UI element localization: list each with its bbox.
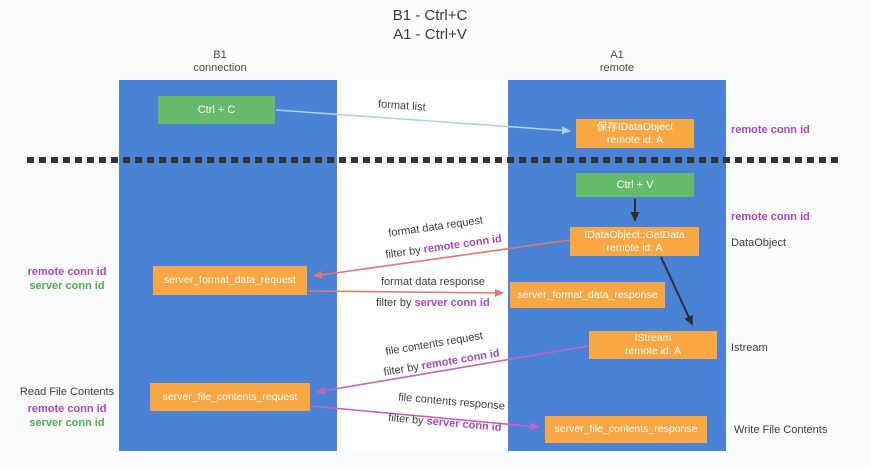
lane-b1-name: B1: [213, 49, 227, 61]
annotation-left-remote-conn-id-bottom: remote conn id: [27, 403, 107, 415]
server-format-data-response-box: server_format_data_response: [510, 282, 665, 308]
save-idataobject-line2: remote id: A: [606, 133, 664, 146]
server-conn-id-key: server conn id: [414, 297, 490, 309]
ctrl-v-label: Ctrl + V: [616, 178, 654, 191]
server-file-contents-request-label: server_file_contents_request: [162, 390, 298, 403]
annotation-write-file-contents: Write File Contents: [734, 424, 828, 436]
getdata-line1: IDataObject::GetData: [584, 228, 685, 241]
annotation-dataobject: DataObject: [731, 237, 787, 249]
server-format-data-request-label: server_format_data_request: [164, 274, 296, 286]
ctrl-c-box: Ctrl + C: [158, 96, 275, 124]
server-format-data-response-label: server_format_data_response: [517, 288, 658, 301]
format-data-response-label: format data response: [381, 276, 485, 288]
ctrl-c-label: Ctrl + C: [197, 103, 236, 116]
annotation-istream: Istream: [731, 342, 768, 354]
server-file-contents-response-label: server_file_contents_response: [554, 423, 698, 435]
lane-b1-role: connection: [193, 62, 247, 74]
phase-separator-dashed-line: [27, 157, 838, 163]
title-line-2: A1 - Ctrl+V: [393, 26, 467, 43]
istream-line2: remote id: A: [624, 345, 682, 357]
lane-a1-role: remote: [599, 62, 635, 74]
getdata-line2: remote id: A: [606, 241, 663, 254]
lane-header-b1: B1 connection: [148, 49, 292, 75]
format-data-response-filter: filter by server conn id: [376, 297, 490, 309]
annotation-left-server-conn-id-mid: server conn id: [29, 280, 105, 292]
server-file-contents-request-box: server_file_contents_request: [150, 383, 310, 411]
filter-by-text: filter by: [376, 297, 415, 309]
idataobject-getdata-box: IDataObject::GetData remote id: A: [570, 227, 699, 256]
istream-line1: IStream: [634, 332, 672, 344]
save-idataobject-line1: 保存IDataObject: [596, 120, 674, 133]
save-idataobject-box: 保存IDataObject remote id: A: [576, 119, 694, 148]
annotation-read-file-contents: Read File Contents: [19, 386, 115, 398]
annotation-left-server-conn-id-bottom: server conn id: [29, 417, 105, 429]
annotation-remote-conn-id-mid: remote conn id: [731, 211, 810, 223]
ctrl-v-box: Ctrl + V: [576, 173, 694, 197]
annotation-remote-conn-id-top: remote conn id: [731, 124, 810, 136]
diagram-title: B1 - Ctrl+C A1 - Ctrl+V: [305, 6, 555, 44]
server-format-data-request-box: server_format_data_request: [153, 266, 307, 295]
lane-header-a1: A1 remote: [545, 49, 689, 75]
annotation-left-remote-conn-id-mid: remote conn id: [27, 266, 107, 278]
server-file-contents-response-box: server_file_contents_response: [545, 416, 707, 443]
lane-a1-name: A1: [610, 49, 624, 61]
title-line-1: B1 - Ctrl+C: [392, 7, 468, 24]
istream-box: IStream remote id: A: [589, 331, 717, 359]
